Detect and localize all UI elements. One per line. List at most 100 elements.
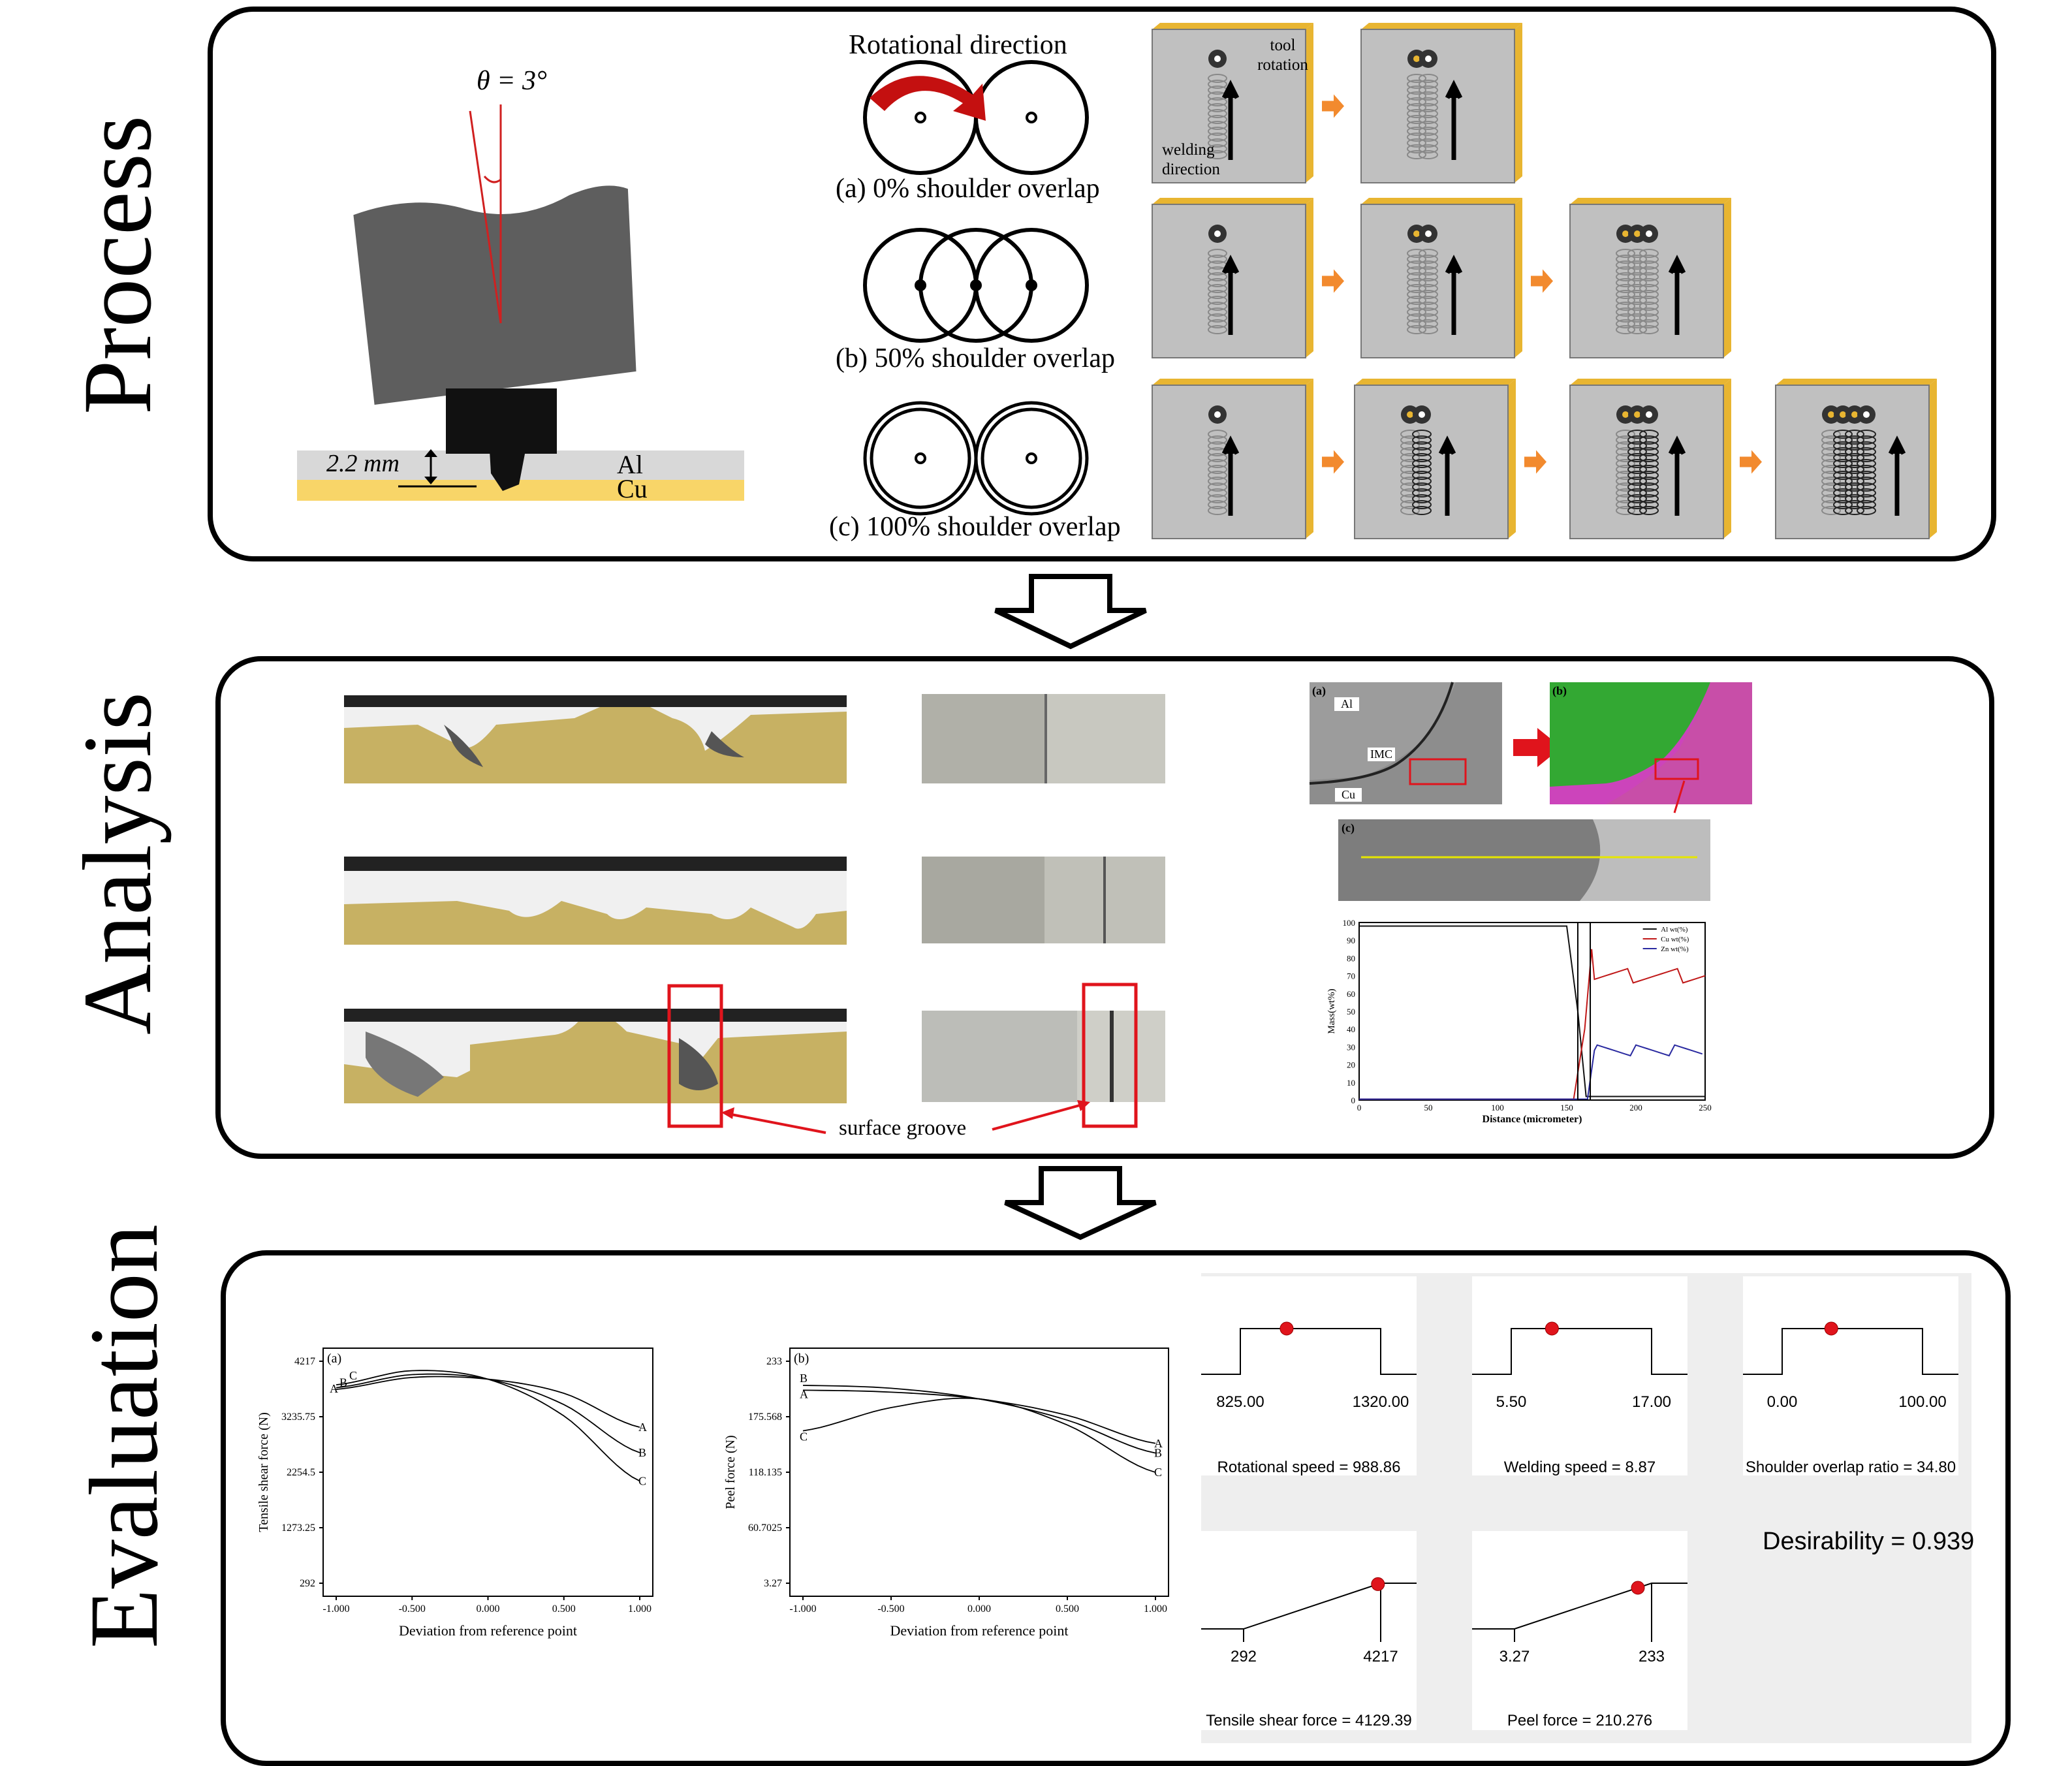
panel-label: (a) bbox=[327, 1351, 341, 1366]
linescan-legend-item: Zn wt(%) bbox=[1661, 945, 1689, 953]
x-tick-label: 0.500 bbox=[552, 1603, 576, 1615]
overlap-label-c: (c) 100% shoulder overlap bbox=[829, 512, 1121, 542]
sequence-arrow bbox=[1322, 450, 1344, 474]
tool-body bbox=[353, 185, 636, 405]
overlap-diagram-c bbox=[863, 401, 1089, 516]
plate-tile bbox=[1569, 198, 1731, 358]
y-axis-label: Peel force (N) bbox=[723, 1435, 738, 1509]
x-tick-label: 0.000 bbox=[967, 1603, 991, 1615]
optimum-marker bbox=[1824, 1321, 1838, 1336]
sem-c-label: (c) bbox=[1342, 821, 1355, 834]
optimum-marker bbox=[1631, 1581, 1645, 1595]
sem-cu-label: Cu bbox=[1335, 788, 1362, 802]
x-tick-label: 0.000 bbox=[477, 1603, 500, 1615]
series-start-label: C bbox=[800, 1430, 808, 1443]
plate-tile bbox=[1775, 379, 1937, 539]
linescan-y-tick: 70 bbox=[1347, 971, 1355, 981]
linescan-y-tick: 40 bbox=[1347, 1024, 1355, 1034]
series-start-label: A bbox=[330, 1382, 338, 1395]
down-arrow-1 bbox=[994, 574, 1147, 650]
linescan-legend-item: Cu wt(%) bbox=[1661, 936, 1689, 943]
sem-red-arrow bbox=[1513, 728, 1562, 767]
linescan-y-tick: 10 bbox=[1347, 1078, 1355, 1088]
panel-label: (b) bbox=[794, 1351, 809, 1366]
sem-al-label: Al bbox=[1334, 697, 1359, 711]
x-axis-label: Deviation from reference point bbox=[399, 1622, 577, 1639]
sequence-arrow bbox=[1322, 269, 1344, 293]
sem-a-label: (a) bbox=[1312, 684, 1326, 697]
plot-frame bbox=[789, 1348, 1169, 1597]
x-tick-label: -1.000 bbox=[322, 1603, 349, 1615]
y-axis-label: Tensile shear force (N) bbox=[257, 1412, 271, 1532]
ramp-high-value: 17.00 bbox=[1632, 1393, 1671, 1411]
ramp-low-value: 825.00 bbox=[1216, 1393, 1264, 1411]
rotation-title: Rotational direction bbox=[849, 30, 1067, 60]
y-tick-label: 3.27 bbox=[764, 1578, 782, 1589]
x-tick-label: 1.000 bbox=[628, 1603, 651, 1615]
ramp-high-value: 4217 bbox=[1363, 1648, 1398, 1665]
ramp-low-value: 5.50 bbox=[1496, 1393, 1527, 1411]
surface-50pct bbox=[922, 857, 1165, 943]
series-end-label: B bbox=[1154, 1447, 1162, 1460]
linescan-y-tick: 80 bbox=[1347, 953, 1355, 963]
ramp-low-value: 0.00 bbox=[1767, 1393, 1798, 1411]
rotation-arrow bbox=[870, 76, 986, 121]
series-line-C bbox=[336, 1370, 640, 1482]
surface-0pct bbox=[922, 694, 1165, 783]
y-tick-label: 175.568 bbox=[748, 1411, 782, 1423]
plate-tile bbox=[1354, 379, 1516, 539]
cross-section-50pct bbox=[344, 857, 847, 945]
optimum-marker bbox=[1371, 1577, 1385, 1591]
al-label: Al bbox=[617, 450, 643, 479]
series-end-label: A bbox=[1154, 1437, 1163, 1450]
sequence-arrow bbox=[1531, 269, 1553, 293]
overlap-label-a: (a) 0% shoulder overlap bbox=[836, 174, 1100, 204]
ramp-caption: Shoulder overlap ratio = 34.80 bbox=[1746, 1459, 1956, 1476]
cross-section-0pct bbox=[344, 695, 847, 783]
sequence-arrow bbox=[1322, 94, 1344, 118]
cross-section-100pct bbox=[344, 1009, 847, 1103]
angle-arc bbox=[483, 175, 501, 183]
sequence-arrow bbox=[1524, 450, 1546, 474]
series-start-label: A bbox=[800, 1387, 808, 1400]
welding-direction-label: welding direction bbox=[1162, 141, 1220, 178]
linescan-y-tick: 50 bbox=[1347, 1007, 1355, 1017]
plate-tile bbox=[1152, 23, 1313, 183]
overlap-diagram-b bbox=[863, 228, 1089, 343]
linescan-y-tick: 90 bbox=[1347, 936, 1355, 945]
tool-rotation-label: tool rotation bbox=[1257, 37, 1308, 74]
linescan-zn bbox=[1359, 1044, 1703, 1100]
angle-label: θ = 3° bbox=[477, 66, 547, 96]
down-arrow-2 bbox=[1004, 1166, 1157, 1240]
linescan-x-tick: 200 bbox=[1629, 1103, 1642, 1112]
cu-label: Cu bbox=[617, 474, 648, 503]
sem-imc-label: IMC bbox=[1368, 748, 1396, 761]
tool-axis-line bbox=[469, 110, 502, 324]
ramp-low-value: 3.27 bbox=[1499, 1648, 1530, 1665]
surface-100pct bbox=[922, 1011, 1165, 1102]
series-end-label: B bbox=[638, 1446, 646, 1459]
cu-layer bbox=[297, 480, 744, 501]
depth-label: 2.2 mm bbox=[326, 450, 400, 477]
ramp-low-value: 292 bbox=[1231, 1648, 1257, 1665]
plate-tile bbox=[1360, 23, 1522, 183]
ramp-caption: Welding speed = 8.87 bbox=[1504, 1459, 1656, 1476]
ramp-caption: Rotational speed = 988.86 bbox=[1217, 1459, 1401, 1476]
plate-tile bbox=[1152, 198, 1313, 358]
sem-image-c bbox=[1338, 819, 1710, 901]
ramp-high-value: 100.00 bbox=[1898, 1393, 1946, 1411]
linescan-y-tick: 100 bbox=[1343, 918, 1356, 928]
plate-tile bbox=[1360, 198, 1522, 358]
linescan-cu bbox=[1359, 949, 1706, 1100]
y-tick-label: 3235.75 bbox=[281, 1411, 315, 1423]
linescan-legend-item: Al wt(%) bbox=[1661, 926, 1688, 934]
y-tick-label: 118.135 bbox=[749, 1467, 782, 1478]
sem-image-b bbox=[1550, 682, 1752, 804]
y-tick-label: 292 bbox=[300, 1578, 315, 1589]
plot-frame bbox=[322, 1348, 653, 1597]
